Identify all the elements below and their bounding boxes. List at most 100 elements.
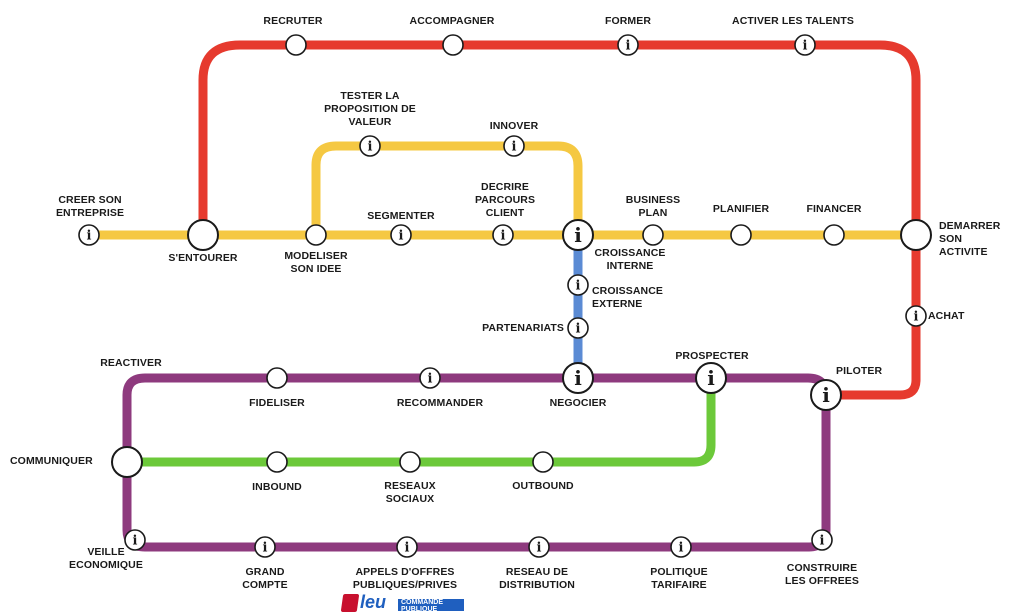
label-grand-compte: GRAND COMPTE: [242, 566, 288, 591]
station-decrire-parcours-client[interactable]: i: [492, 224, 514, 246]
station-modeliser-son-idee[interactable]: [305, 224, 327, 246]
station-circle[interactable]: [670, 536, 692, 558]
info-icon: i: [822, 383, 830, 407]
station-circle[interactable]: [419, 367, 441, 389]
station-circle[interactable]: [811, 529, 833, 551]
station-circle[interactable]: [266, 451, 288, 473]
label-politique-tarifaire: POLITIQUE TARIFAIRE: [650, 566, 708, 591]
station-circle[interactable]: [823, 224, 845, 246]
station-reseaux-sociaux[interactable]: [399, 451, 421, 473]
station-circle[interactable]: [562, 219, 594, 251]
station-achat[interactable]: i: [905, 305, 927, 327]
label-appels-d-offres: APPELS D'OFFRES PUBLIQUES/PRIVES: [352, 566, 458, 591]
green-line: [122, 373, 716, 467]
station-circle[interactable]: [124, 529, 146, 551]
label-planifier: PLANIFIER: [712, 203, 770, 215]
leu-logo: leu COMMANDE PUBLIQUE: [340, 592, 464, 612]
station-negocier[interactable]: i: [562, 362, 594, 394]
label-s-entourer: S'ENTOURER: [168, 252, 238, 264]
station-circle[interactable]: [900, 219, 932, 251]
label-reactiver: REACTIVER: [100, 357, 162, 369]
station-croissance-externe[interactable]: i: [567, 274, 589, 296]
station-activer-les-talents[interactable]: i: [794, 34, 816, 56]
station-circle[interactable]: [442, 34, 464, 56]
station-circle[interactable]: [359, 135, 381, 157]
label-recommander: RECOMMANDER: [396, 397, 484, 409]
station-circle[interactable]: [642, 224, 664, 246]
label-demarrer-son-activite: DEMARRER SON ACTIVITE: [939, 220, 1001, 258]
station-circle[interactable]: [794, 34, 816, 56]
station-innover[interactable]: i: [503, 135, 525, 157]
info-icon: i: [399, 229, 404, 244]
label-inbound: INBOUND: [252, 481, 302, 493]
station-circle[interactable]: [810, 379, 842, 411]
station-circle[interactable]: [492, 224, 514, 246]
station-circle[interactable]: [503, 135, 525, 157]
label-fideliser: FIDELISER: [249, 397, 305, 409]
station-circle[interactable]: [187, 219, 219, 251]
station-circle[interactable]: [905, 305, 927, 327]
station-demarrer-son-activite[interactable]: [900, 219, 932, 251]
station-circle[interactable]: [285, 34, 307, 56]
station-financer[interactable]: [823, 224, 845, 246]
station-appels-d-offres[interactable]: i: [396, 536, 418, 558]
station-circle[interactable]: [390, 224, 412, 246]
station-circle[interactable]: [562, 362, 594, 394]
station-grand-compte[interactable]: i: [254, 536, 276, 558]
station-circle[interactable]: [532, 451, 554, 473]
station-fideliser[interactable]: [266, 367, 288, 389]
label-business-plan: BUSINESS PLAN: [625, 194, 681, 219]
station-s-entourer[interactable]: [187, 219, 219, 251]
station-recommander[interactable]: i: [419, 367, 441, 389]
logo-banner: COMMANDE PUBLIQUE: [398, 599, 464, 611]
station-circle[interactable]: [617, 34, 639, 56]
station-piloter[interactable]: i: [810, 379, 842, 411]
station-planifier[interactable]: [730, 224, 752, 246]
station-circle[interactable]: [111, 446, 143, 478]
info-icon: i: [512, 140, 517, 155]
station-circle[interactable]: [305, 224, 327, 246]
label-reseau-de-distribution: RESEAU DE DISTRIBUTION: [499, 566, 575, 591]
station-croissance-interne[interactable]: i: [562, 219, 594, 251]
station-circle[interactable]: [528, 536, 550, 558]
station-circle[interactable]: [396, 536, 418, 558]
label-achat: ACHAT: [928, 310, 965, 322]
label-croissance-externe: CROISSANCE EXTERNE: [592, 285, 664, 310]
station-circle[interactable]: [730, 224, 752, 246]
station-creer-son-entreprise[interactable]: i: [78, 224, 100, 246]
book-logo-icon: [340, 594, 360, 612]
station-construire-les-offrees[interactable]: i: [811, 529, 833, 551]
station-circle[interactable]: [78, 224, 100, 246]
station-circle[interactable]: [695, 362, 727, 394]
station-circle[interactable]: [254, 536, 276, 558]
label-construire-les-offrees: CONSTRUIRE LES OFFREES: [784, 562, 860, 587]
station-former[interactable]: i: [617, 34, 639, 56]
label-reseaux-sociaux: RESEAUX SOCIAUX: [384, 480, 436, 505]
station-business-plan[interactable]: [642, 224, 664, 246]
info-icon: i: [133, 534, 138, 549]
info-icon: i: [803, 39, 808, 54]
station-inbound[interactable]: [266, 451, 288, 473]
station-veille-economique[interactable]: i: [124, 529, 146, 551]
station-circle[interactable]: [399, 451, 421, 473]
label-croissance-interne: CROISSANCE INTERNE: [594, 247, 666, 272]
info-icon: i: [405, 541, 410, 556]
station-circle[interactable]: [567, 274, 589, 296]
label-partenariats: PARTENARIATS: [482, 322, 564, 334]
station-recruter[interactable]: [285, 34, 307, 56]
label-recruter: RECRUTER: [263, 15, 323, 27]
station-partenariats[interactable]: i: [567, 317, 589, 339]
info-icon: i: [679, 541, 684, 556]
station-segmenter[interactable]: i: [390, 224, 412, 246]
station-circle[interactable]: [567, 317, 589, 339]
station-outbound[interactable]: [532, 451, 554, 473]
station-prospecter[interactable]: i: [695, 362, 727, 394]
station-politique-tarifaire[interactable]: i: [670, 536, 692, 558]
station-tester-la-proposition[interactable]: i: [359, 135, 381, 157]
station-reseau-de-distribution[interactable]: i: [528, 536, 550, 558]
station-circle[interactable]: [266, 367, 288, 389]
station-communiquer[interactable]: [111, 446, 143, 478]
station-accompagner[interactable]: [442, 34, 464, 56]
label-modeliser-son-idee: MODELISER SON IDEE: [284, 250, 348, 275]
